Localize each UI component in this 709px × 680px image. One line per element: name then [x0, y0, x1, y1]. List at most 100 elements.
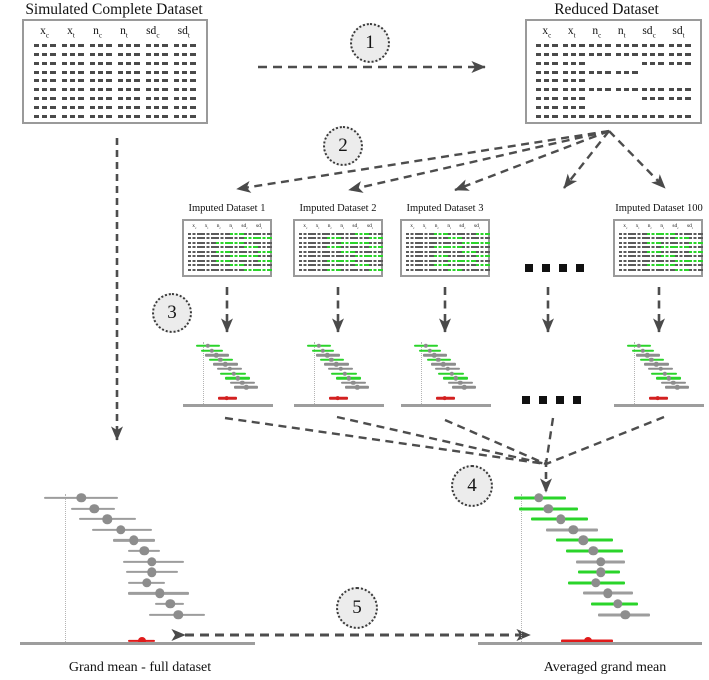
table-column-nt	[448, 231, 462, 272]
forest-plot-imputed-3	[401, 342, 491, 410]
table-cell	[619, 255, 633, 258]
effect-marker	[644, 352, 650, 358]
table-cell	[434, 268, 448, 271]
table-cell	[313, 264, 327, 267]
table-cell	[299, 246, 313, 249]
table-column-nc	[647, 231, 661, 272]
table-cell	[90, 79, 112, 83]
table-cell	[202, 268, 216, 271]
table-cell	[675, 241, 689, 244]
table-cell	[589, 70, 612, 74]
effect-marker	[654, 362, 659, 367]
table-cell	[434, 237, 448, 240]
column-header-xc: xc	[40, 25, 49, 40]
table-cell	[406, 232, 420, 235]
table-cell	[536, 88, 559, 92]
table-cell	[146, 114, 168, 118]
table-cell	[647, 268, 661, 271]
table-cell	[299, 237, 313, 240]
table-cell	[434, 264, 448, 267]
effect-marker	[595, 556, 606, 567]
table-cell	[462, 264, 476, 267]
table-cell	[146, 88, 168, 92]
table-cell	[341, 268, 355, 271]
table-cell	[188, 268, 202, 271]
step-badge-4: 4	[451, 465, 493, 507]
table-cell	[369, 250, 383, 253]
table-cell	[202, 241, 216, 244]
table-cell	[476, 246, 490, 249]
table-cell	[420, 259, 434, 262]
effect-marker	[662, 371, 667, 376]
effect-marker	[658, 366, 663, 372]
table-cell	[174, 105, 196, 109]
table-cell	[406, 241, 420, 244]
table-cell	[258, 259, 272, 262]
column-header-sdt: sdt	[367, 223, 373, 231]
table-cell	[62, 53, 84, 57]
effect-marker	[173, 609, 184, 620]
table-cell	[689, 237, 703, 240]
table-cell	[355, 250, 369, 253]
table-column-xc	[34, 41, 56, 120]
table-cell	[616, 97, 638, 100]
table-cell	[188, 250, 202, 253]
table-column-sdt	[174, 41, 196, 120]
effect-marker	[320, 348, 326, 353]
table-cell	[633, 255, 647, 258]
axis-baseline	[478, 642, 702, 646]
table-body	[615, 231, 703, 272]
table-cell	[689, 264, 703, 267]
effect-marker	[76, 493, 86, 503]
column-header-xt: xt	[204, 223, 209, 231]
table-body	[24, 41, 206, 120]
table-cell	[675, 237, 689, 240]
table-cell	[420, 237, 434, 240]
effect-marker	[147, 556, 157, 567]
table-cell	[647, 232, 661, 235]
table-cell	[327, 268, 341, 271]
table-cell	[462, 250, 476, 253]
table-column-nt	[118, 41, 140, 120]
table-column-sdt	[258, 231, 272, 272]
table-cell	[341, 237, 355, 240]
zero-reference-line	[633, 342, 635, 406]
table-cell	[462, 246, 476, 249]
table-cell	[369, 232, 383, 235]
table-cell	[448, 232, 462, 235]
table-cell	[216, 250, 230, 253]
forest-plot-imputed-100	[614, 342, 704, 410]
table-cell	[230, 250, 244, 253]
table-column-sdc	[462, 231, 476, 272]
table-cell	[341, 246, 355, 249]
table-column-nc	[589, 41, 612, 120]
table-cell	[355, 246, 369, 249]
table-cell	[244, 264, 258, 267]
ellipsis-forests	[522, 396, 581, 404]
table-cell	[62, 114, 84, 118]
table-cell	[327, 255, 341, 258]
table-cell	[62, 105, 84, 109]
table-cell	[118, 114, 140, 118]
table-cell	[299, 268, 313, 271]
table-cell	[258, 268, 272, 271]
table-cell	[174, 70, 196, 74]
table-cell	[476, 264, 490, 267]
table-cell	[188, 255, 202, 258]
table-cell	[689, 232, 703, 235]
table-cell	[146, 79, 168, 83]
table-cell	[642, 114, 665, 118]
effect-marker	[342, 371, 347, 376]
table-cell	[244, 237, 258, 240]
column-header-xt: xt	[567, 25, 576, 40]
table-body	[402, 231, 490, 272]
table-column-xc	[619, 231, 633, 272]
table-cell	[34, 114, 56, 118]
table-cell	[642, 61, 665, 65]
table-cell	[355, 268, 369, 271]
table-cell	[669, 71, 691, 74]
table-cell	[689, 241, 703, 244]
table-cell	[90, 97, 112, 100]
